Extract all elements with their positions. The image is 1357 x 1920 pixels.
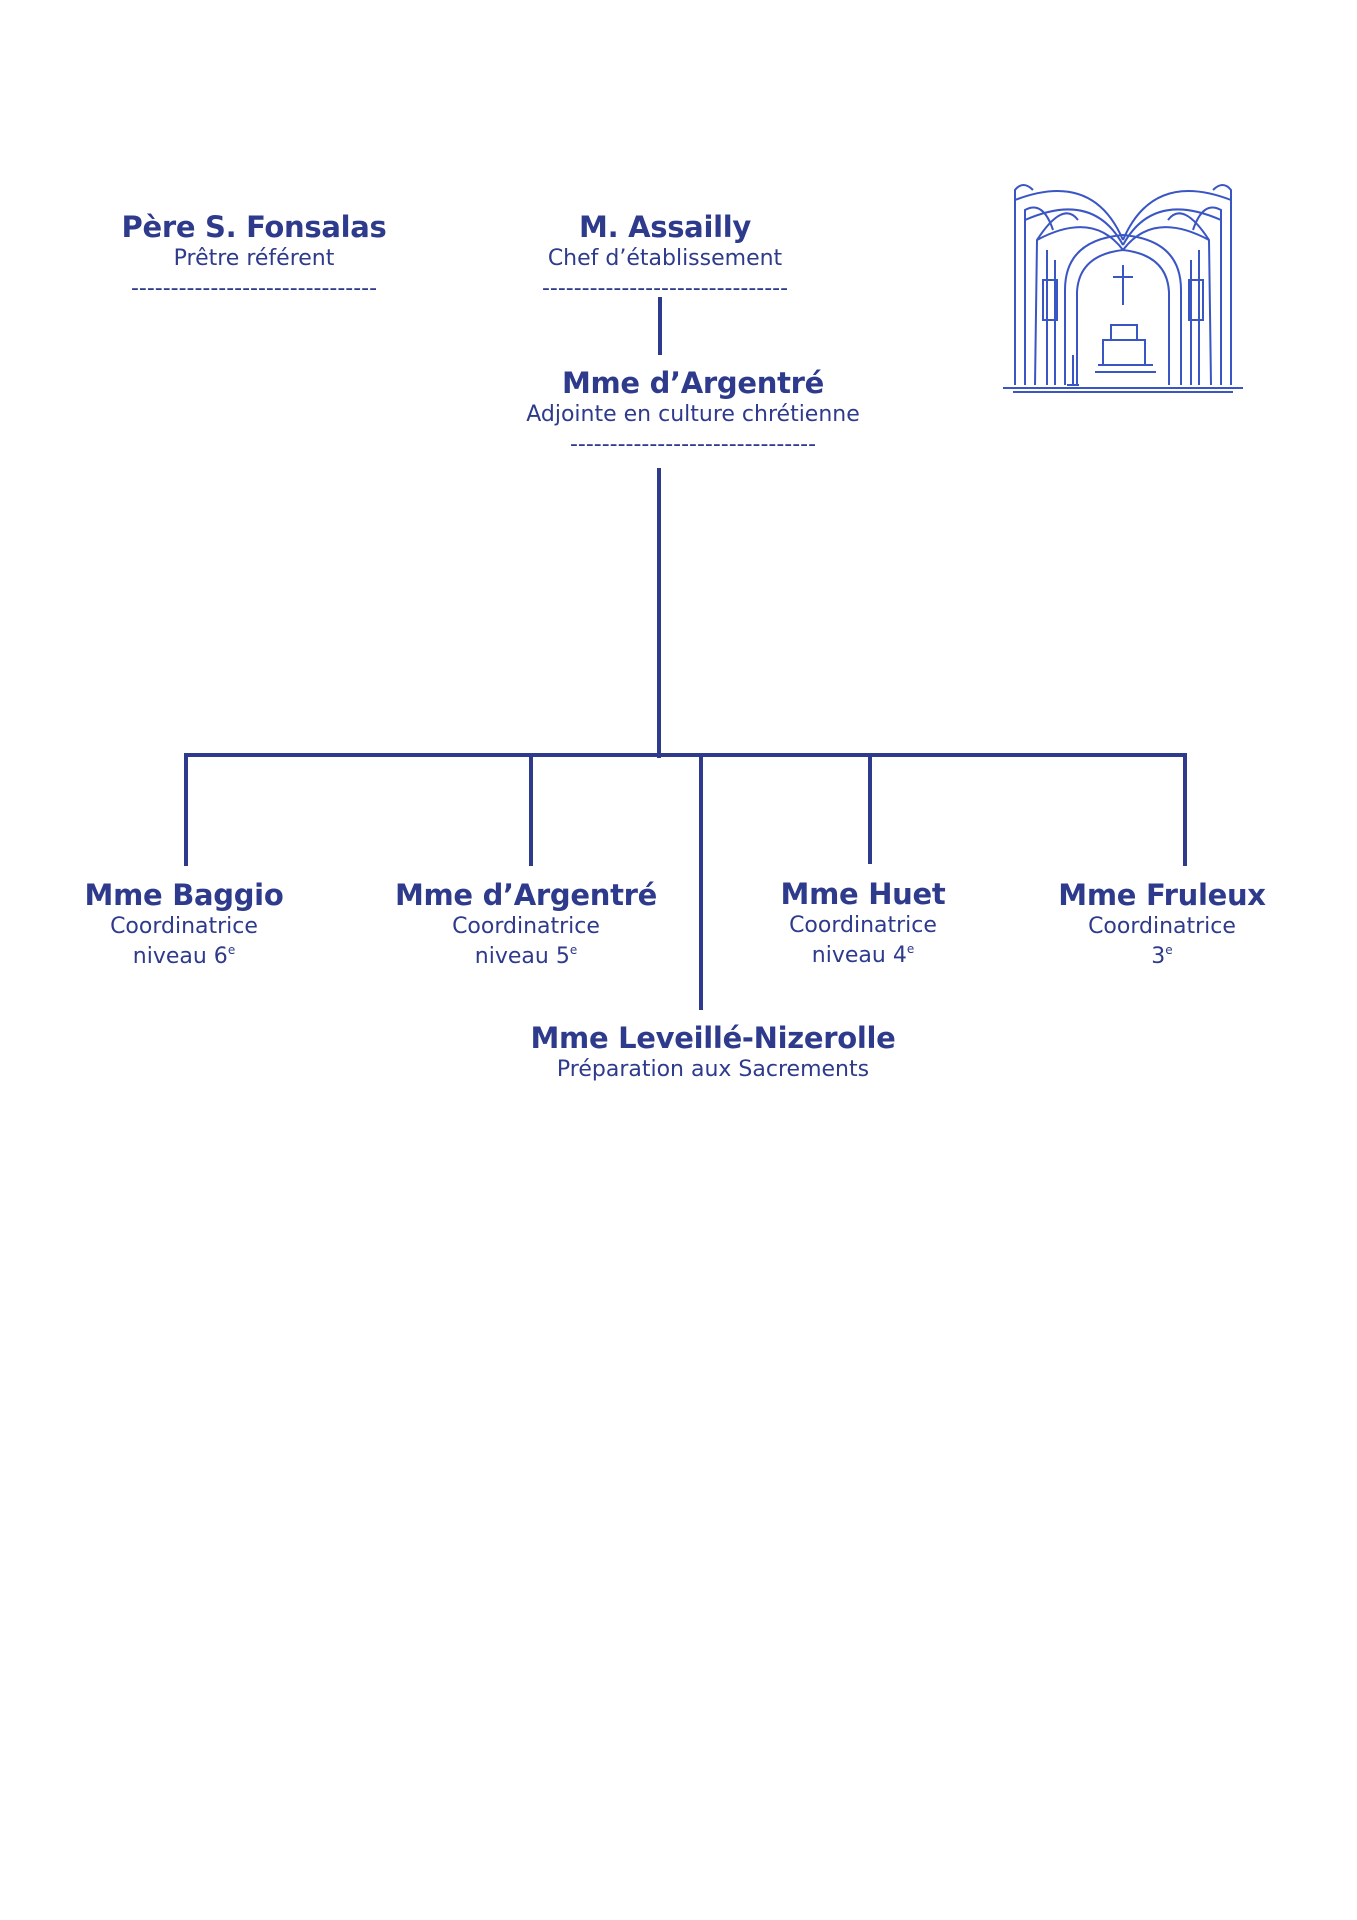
node-coordinator-huet: Mme Huet Coordinatrice niveau 4e <box>781 877 946 971</box>
priest-role: Prêtre référent <box>173 246 335 271</box>
deputy-separator: ------------------------------- <box>569 432 817 457</box>
coordinator-level: niveau 5e <box>474 943 578 969</box>
coordinator-level: niveau 4e <box>811 942 915 968</box>
coordinator-role: Coordinatrice <box>110 914 258 939</box>
coordinator-level: 3e <box>1151 943 1173 969</box>
coordinator-name: Mme Baggio <box>84 878 284 912</box>
deputy-name: Mme d’Argentré <box>561 366 825 400</box>
head-name: M. Assailly <box>579 210 751 244</box>
coordinator-role: Coordinatrice <box>452 914 600 939</box>
coordinator-name: Mme Huet <box>780 877 946 911</box>
node-priest: Père S. Fonsalas Prêtre référent -------… <box>122 210 387 300</box>
head-separator: ------------------------------- <box>541 276 789 301</box>
church-nave-illustration <box>1003 184 1243 393</box>
node-coordinator-fruleux: Mme Fruleux Coordinatrice 3e <box>1058 878 1266 972</box>
coordinator-name: Mme Fruleux <box>1058 878 1266 912</box>
priest-name: Père S. Fonsalas <box>121 210 387 244</box>
sacraments-role: Préparation aux Sacrements <box>556 1057 870 1082</box>
deputy-role: Adjointe en culture chrétienne <box>526 402 860 427</box>
node-sacraments: Mme Leveillé-Nizerolle Préparation aux S… <box>530 1021 895 1085</box>
priest-separator: ------------------------------- <box>130 276 378 301</box>
node-deputy: Mme d’Argentré Adjointe en culture chrét… <box>526 366 860 456</box>
coordinator-level: niveau 6e <box>132 943 236 969</box>
coordinator-role: Coordinatrice <box>1088 914 1236 939</box>
node-head: M. Assailly Chef d’établissement -------… <box>542 210 788 300</box>
coordinator-name: Mme d’Argentré <box>394 878 658 912</box>
node-coordinator-argentre: Mme d’Argentré Coordinatrice niveau 5e <box>395 878 657 972</box>
node-coordinator-baggio: Mme Baggio Coordinatrice niveau 6e <box>85 878 284 972</box>
sacraments-name: Mme Leveillé-Nizerolle <box>530 1021 896 1055</box>
head-role: Chef d’établissement <box>547 246 783 271</box>
coordinator-role: Coordinatrice <box>789 913 937 938</box>
